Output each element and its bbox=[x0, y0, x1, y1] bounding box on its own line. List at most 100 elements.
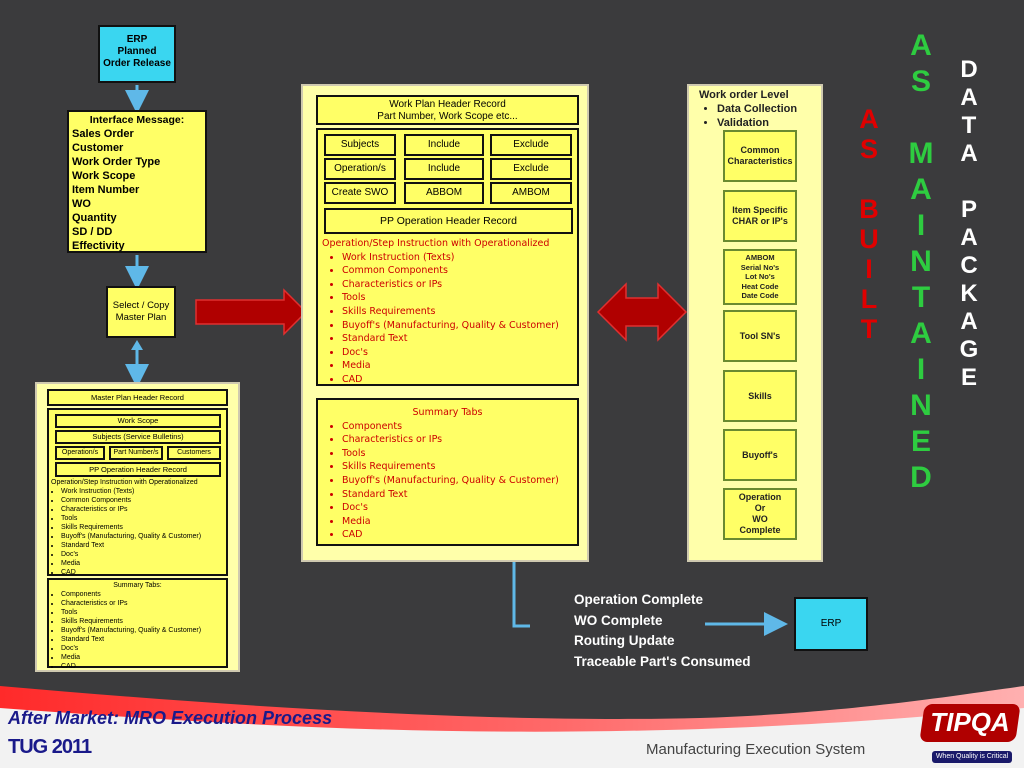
double-red-arrow bbox=[596, 282, 688, 342]
as-built-gap bbox=[854, 164, 884, 194]
as-built-letter: U bbox=[859, 224, 879, 254]
work-plan-header-line-2: Part Number, Work Scope etc... bbox=[377, 111, 518, 122]
wo-level-title: Work order Level bbox=[699, 89, 789, 101]
data-package-letter: D bbox=[960, 56, 978, 83]
as-maintained-letter: I bbox=[916, 353, 926, 386]
master-header-record: Master Plan Header Record bbox=[47, 389, 228, 406]
as-maintained-letter: D bbox=[910, 461, 932, 494]
as-built-letter: A bbox=[859, 104, 879, 134]
completion-list: Operation Complete WO Complete Routing U… bbox=[574, 590, 774, 672]
master-summary-block: Summary Tabs: Components Characteristics… bbox=[47, 578, 228, 670]
work-plan-summary-item: Components bbox=[342, 420, 573, 434]
master-summary-title: Summary Tabs: bbox=[113, 582, 162, 589]
as-maintained-letter: E bbox=[910, 425, 931, 458]
master-summary-item: Standard Text bbox=[61, 635, 224, 644]
data-package-letter: A bbox=[960, 224, 978, 251]
work-plan-header-line-1: Work Plan Header Record bbox=[389, 99, 506, 110]
as-maintained-letter: A bbox=[910, 317, 932, 350]
grid-operations-exclude: Exclude bbox=[490, 158, 572, 180]
work-order-level-panel: Work order Level Data Collection Validat… bbox=[687, 84, 823, 562]
wo-box-line: Or bbox=[754, 503, 766, 513]
footer-tug: TUG 2011 bbox=[8, 736, 92, 758]
data-package-letter: A bbox=[960, 140, 978, 167]
data-package-letter: T bbox=[961, 112, 977, 139]
master-customers: Customers bbox=[167, 446, 221, 460]
as-maintained-column: A S M A I N T A I N E D bbox=[904, 28, 938, 496]
work-plan-op-item: Media bbox=[342, 359, 576, 373]
data-package-gap bbox=[954, 168, 984, 196]
wo-box-line: Tool SN's bbox=[739, 331, 781, 341]
as-maintained-letter: N bbox=[910, 245, 932, 278]
interface-item: Work Scope bbox=[72, 170, 136, 182]
interface-title: Interface Message: bbox=[89, 114, 185, 126]
as-maintained-letter: T bbox=[911, 281, 931, 314]
wo-box-operation-complete: Operation Or WO Complete bbox=[723, 488, 797, 540]
select-copy-line-1: Select / Copy bbox=[112, 300, 170, 311]
wo-box-line: Item Specific bbox=[732, 205, 788, 215]
as-maintained-gap bbox=[904, 100, 938, 136]
master-summary-item: Media bbox=[61, 653, 224, 662]
completion-item: Routing Update bbox=[574, 633, 675, 648]
logo-text: TIPQA bbox=[930, 707, 1010, 737]
as-maintained-letter: N bbox=[910, 389, 932, 422]
wo-box-line: CHAR or IP's bbox=[732, 216, 788, 226]
as-built-letter: T bbox=[860, 314, 878, 344]
select-copy-master-plan-box: Select / Copy Master Plan bbox=[106, 286, 176, 338]
wo-box-line: Characteristics bbox=[727, 156, 793, 166]
as-maintained-letter: I bbox=[916, 209, 926, 242]
master-operations: Operation/s bbox=[55, 446, 105, 460]
erp-line-3: Order Release bbox=[103, 58, 171, 69]
wo-box-buyoffs: Buyoff's bbox=[723, 429, 797, 481]
master-summary-item: Doc's bbox=[61, 644, 224, 653]
work-plan-op-list: Operation/Step Instruction with Operatio… bbox=[322, 237, 576, 387]
work-plan-pp-header: PP Operation Header Record bbox=[324, 208, 573, 234]
master-op-item: Work Instruction (Texts) bbox=[61, 487, 227, 496]
work-plan-summary-item: CAD bbox=[342, 528, 573, 542]
data-package-letter: A bbox=[960, 308, 978, 335]
master-summary-item: Components bbox=[61, 590, 224, 599]
interface-item: Item Number bbox=[72, 184, 140, 196]
work-plan-summary-item: Standard Text bbox=[342, 488, 573, 502]
master-operations-block: Work Scope Subjects (Service Bulletins) … bbox=[47, 408, 228, 576]
master-summary-item: Tools bbox=[61, 608, 224, 617]
as-built-letter: I bbox=[865, 254, 873, 284]
tipqa-logo: TIPQA When Quality is Critical bbox=[919, 700, 1021, 764]
grid-ambom: AMBOM bbox=[490, 182, 572, 204]
completion-item: WO Complete bbox=[574, 612, 663, 628]
arrow-master-up bbox=[131, 340, 143, 350]
master-op-item: Tools bbox=[61, 514, 227, 523]
master-op-item: CAD bbox=[61, 568, 227, 577]
work-plan-operations-block: Subjects Include Exclude Operation/s Inc… bbox=[316, 128, 579, 386]
work-plan-summary-title: Summary Tabs bbox=[412, 407, 483, 418]
interface-item: Sales Order bbox=[72, 128, 134, 140]
data-package-letter: G bbox=[959, 336, 979, 363]
interface-message-box: Interface Message: Sales Order Customer … bbox=[67, 110, 207, 253]
work-plan-header: Work Plan Header Record Part Number, Wor… bbox=[316, 95, 579, 125]
work-plan-op-item: Tools bbox=[342, 291, 576, 305]
master-op-item: Media bbox=[61, 559, 227, 568]
data-package-letter: K bbox=[960, 280, 978, 307]
wo-box-line: Heat Code bbox=[741, 281, 779, 291]
as-built-letter: B bbox=[859, 194, 879, 224]
work-plan-op-item: Doc's bbox=[342, 346, 576, 360]
grid-subjects-exclude: Exclude bbox=[490, 134, 572, 156]
footer-background bbox=[0, 686, 1024, 768]
grid-subjects: Subjects bbox=[324, 134, 396, 156]
as-maintained-letter: A bbox=[910, 173, 932, 206]
big-red-arrow bbox=[195, 288, 308, 336]
master-summary-item: Characteristics or IPs bbox=[61, 599, 224, 608]
work-plan-summary-item: Media bbox=[342, 515, 573, 529]
wo-box-line: Skills bbox=[748, 391, 772, 401]
completion-item: Traceable Part's Consumed bbox=[574, 653, 751, 669]
work-plan-summary-item: Tools bbox=[342, 447, 573, 461]
master-summary-item: Buyoff's (Manufacturing, Quality & Custo… bbox=[61, 626, 224, 635]
erp-line-2: Planned bbox=[117, 46, 157, 57]
work-plan-op-item: Characteristics or IPs bbox=[342, 278, 576, 292]
interface-item: Quantity bbox=[72, 212, 117, 224]
wo-box-line: Common bbox=[740, 145, 780, 155]
data-package-letter: E bbox=[960, 364, 977, 391]
erp-bottom-box: ERP bbox=[794, 597, 868, 651]
master-op-item: Doc's bbox=[61, 550, 227, 559]
